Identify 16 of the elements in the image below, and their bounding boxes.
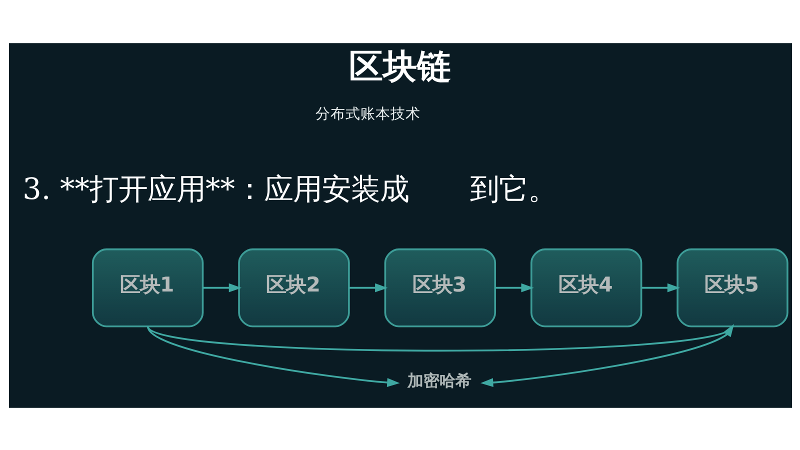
node-box: 区块1 — [91, 248, 204, 327]
arrow — [202, 282, 242, 292]
arrow — [348, 282, 388, 292]
node-text: 加密哈希 — [406, 370, 471, 390]
arrow — [146, 325, 400, 386]
arrow — [494, 282, 534, 292]
diagram-title: 区块链 — [348, 46, 450, 87]
arrow — [480, 324, 734, 386]
node-box: 区块2 — [238, 248, 350, 327]
node-box: 区块3 — [384, 248, 496, 327]
arrow — [640, 282, 680, 292]
label: 到它。 — [470, 172, 557, 206]
node-box: 区块5 — [676, 248, 788, 327]
node-box: 区块4 — [530, 248, 642, 327]
label: 分布式账本技术 — [315, 104, 420, 122]
label: 3. **打开应用**：应用安装成 — [22, 172, 408, 206]
